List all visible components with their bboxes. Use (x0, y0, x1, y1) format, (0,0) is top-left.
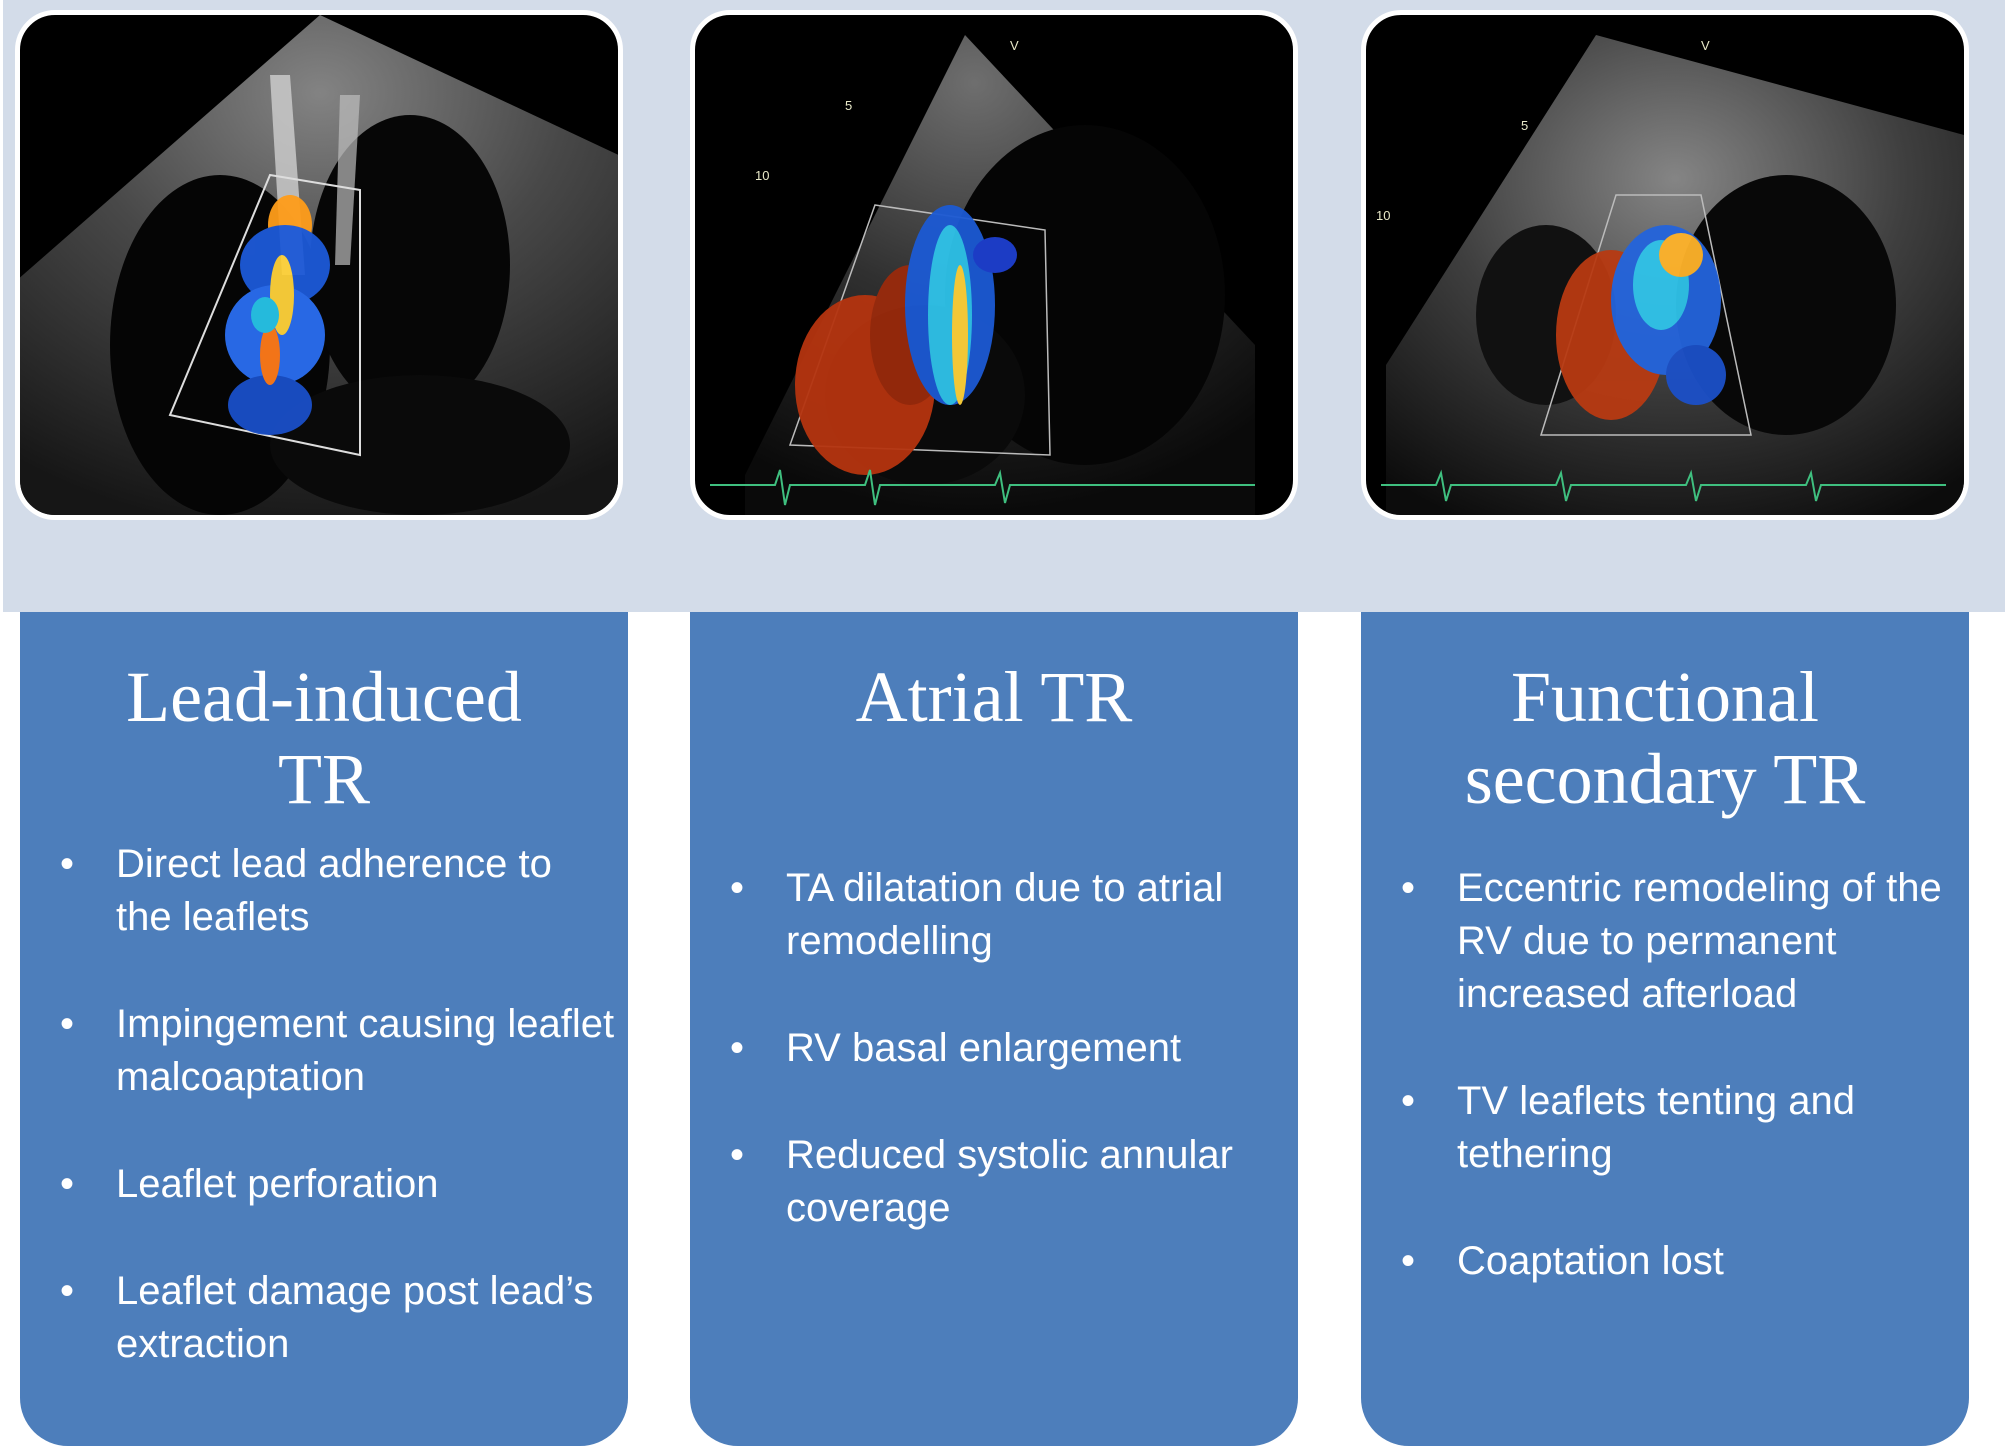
bullet-dot-icon: • (730, 1026, 745, 1070)
echo-image-atrial: 5 10 V (690, 10, 1298, 520)
bullet-dot-icon: • (730, 1133, 745, 1177)
bullet-dot-icon: • (730, 866, 745, 910)
bullet-item: • Leaflet damage post lead’s extraction (20, 1265, 628, 1371)
bullet-item: • Impingement causing leaflet malcoaptati… (20, 998, 628, 1104)
bullet-text: Leaflet perforation (116, 1162, 439, 1206)
bullet-dot-icon: • (60, 842, 75, 886)
bullet-text: Impingement causing leaflet malcoaptatio… (116, 1002, 615, 1099)
card-atrial-tr: Atrial TR • TA dilatation due to atrial r… (690, 612, 1298, 1446)
bullet-item: • RV basal enlargement (690, 1022, 1298, 1075)
bullet-item: • Leaflet perforation (20, 1158, 628, 1211)
echo-image-lead-induced-graphic (20, 15, 618, 515)
echo-image-functional-graphic: 5 10 V (1376, 35, 1964, 515)
view-marker: V (1701, 38, 1710, 53)
card-functional-secondary-tr: Functional secondary TR • Eccentric remod… (1361, 612, 1969, 1446)
bullet-text: Leaflet damage post lead’s extraction (116, 1269, 594, 1366)
bullet-item: • Direct lead adherence to the leaflets (20, 838, 628, 944)
card-title-line-1: Functional (1511, 657, 1819, 737)
bullet-list: • Direct lead adherence to the leaflets •… (20, 838, 628, 1425)
depth-marker-5: 5 (1521, 118, 1528, 133)
bullet-text: TV leaflets tenting and tethering (1457, 1079, 1856, 1176)
card-title: Lead-induced TR (30, 656, 618, 820)
bullet-list: • Eccentric remodeling of the RV due to p… (1361, 862, 1969, 1342)
bullet-item: • Reduced systolic annular coverage (690, 1129, 1298, 1235)
echo-image-atrial-graphic: 5 10 V (710, 35, 1255, 515)
bullet-item: • TV leaflets tenting and tethering (1361, 1075, 1969, 1181)
bullet-dot-icon: • (1401, 1079, 1416, 1123)
bullet-dot-icon: • (60, 1002, 75, 1046)
card-title-line-1: Lead-induced (126, 657, 522, 737)
bullet-dot-icon: • (1401, 1239, 1416, 1283)
bullet-item: • TA dilatation due to atrial remodelling (690, 862, 1298, 968)
depth-marker-5: 5 (845, 98, 852, 113)
bullet-dot-icon: • (1401, 866, 1416, 910)
bullet-text: Coaptation lost (1457, 1239, 1724, 1283)
bullet-text: TA dilatation due to atrial remodelling (786, 866, 1224, 963)
bullet-text: Eccentric remodeling of the RV due to pe… (1457, 866, 1942, 1016)
bullet-dot-icon: • (60, 1269, 75, 1313)
card-title-line-1: Atrial TR (855, 657, 1133, 737)
bullet-text: RV basal enlargement (786, 1026, 1182, 1070)
echo-image-lead-induced (15, 10, 623, 520)
depth-marker-10: 10 (755, 168, 769, 183)
card-title: Atrial TR (700, 656, 1288, 738)
bullet-text: Direct lead adherence to the leaflets (116, 842, 552, 939)
depth-marker-10: 10 (1376, 208, 1390, 223)
bullet-text: Reduced systolic annular coverage (786, 1133, 1233, 1230)
echo-image-functional: 5 10 V (1361, 10, 1969, 520)
card-title-line-2: TR (277, 739, 370, 819)
card-lead-induced-tr: Lead-induced TR • Direct lead adherence t… (20, 612, 628, 1446)
card-title: Functional secondary TR (1371, 656, 1959, 820)
bullet-list: • TA dilatation due to atrial remodelling… (690, 862, 1298, 1289)
bullet-item: • Eccentric remodeling of the RV due to p… (1361, 862, 1969, 1021)
view-marker: V (1010, 38, 1019, 53)
bullet-item: • Coaptation lost (1361, 1235, 1969, 1288)
card-title-line-2: secondary TR (1464, 739, 1866, 819)
bullet-dot-icon: • (60, 1162, 75, 1206)
